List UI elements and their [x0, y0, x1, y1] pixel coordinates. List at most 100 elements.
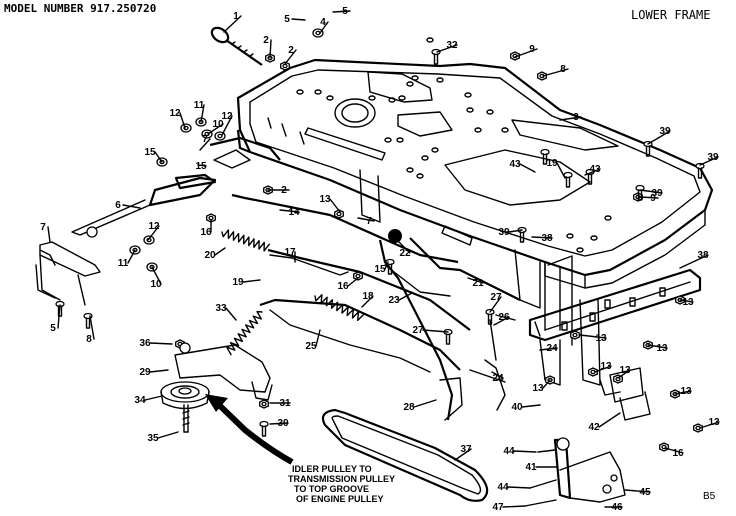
part-number-23: 23 [388, 295, 400, 306]
part-number-7: 7 [40, 222, 46, 233]
frame-hole [296, 89, 304, 95]
part-number-11: 11 [118, 258, 129, 269]
leader-line [242, 279, 261, 283]
part-number-36: 36 [139, 338, 151, 349]
frame-hole [421, 155, 429, 161]
part-number-15: 15 [144, 147, 156, 158]
leader-line [154, 151, 163, 163]
part-number-6: 6 [115, 200, 121, 211]
leader-line [329, 198, 341, 213]
leader-line [624, 489, 651, 493]
leader-line [127, 249, 136, 264]
leader-line [223, 15, 242, 33]
left-lever-parts [35, 136, 281, 306]
nut-hole [282, 63, 288, 69]
leader-line [221, 115, 233, 136]
part-number-16: 16 [337, 281, 349, 292]
part-number-13: 13 [319, 194, 331, 205]
leader-line [284, 49, 297, 65]
part-number-18: 18 [362, 291, 374, 302]
leader-line [197, 164, 207, 167]
part-number-2: 2 [263, 35, 269, 46]
bolt-shank [519, 231, 525, 243]
part-number-13: 13 [682, 297, 694, 308]
leader-line [699, 421, 720, 429]
bolt-head [540, 148, 550, 156]
part-number-43: 43 [589, 164, 601, 175]
leader-line [647, 130, 671, 145]
leader-line [542, 68, 569, 77]
leader-line [679, 299, 694, 303]
callout-arrow [205, 394, 294, 465]
part-number-39: 39 [651, 188, 663, 199]
leader-line [542, 379, 551, 389]
callout-line: TO TOP GROOVE [294, 484, 369, 494]
leader-line [436, 44, 458, 53]
leader-line [519, 163, 536, 173]
washer-hole [217, 133, 223, 139]
part-number-29: 29 [139, 367, 151, 378]
bolt-head [563, 171, 573, 179]
nut-hole [208, 215, 214, 221]
nut-hole [261, 401, 267, 407]
leader-line [413, 399, 437, 408]
frame-hole [590, 235, 598, 241]
bolt-head [259, 420, 269, 428]
frame-hole [411, 75, 419, 81]
leader-line [454, 448, 472, 461]
springs [221, 229, 365, 356]
leader-line [214, 247, 226, 256]
part-number-9: 9 [650, 193, 656, 204]
part-number-11: 11 [194, 100, 205, 111]
section-title: LOWER FRAME [631, 8, 711, 22]
leader-line [149, 369, 169, 373]
part-number-13: 13 [619, 365, 631, 376]
part-number-2: 2 [281, 185, 287, 196]
callout-line: TRANSMISSION PULLEY [288, 474, 395, 484]
frame-hole [368, 95, 376, 101]
part-number-44: 44 [503, 446, 515, 457]
callout-line: IDLER PULLEY TO [292, 464, 372, 474]
leader-line [531, 236, 553, 239]
part-number-8: 8 [86, 334, 92, 345]
leader-line [507, 486, 531, 489]
part-number-41: 41 [525, 462, 537, 473]
leader-line [332, 10, 351, 13]
part-number-13: 13 [708, 417, 720, 428]
leader-line [147, 225, 160, 241]
part-number-35: 35 [147, 433, 159, 444]
bolt-shank [487, 313, 493, 325]
leader-line [598, 412, 621, 428]
leader-line [664, 447, 684, 454]
bolt-shank [587, 173, 593, 185]
bolt-head [431, 48, 441, 56]
bracket-slot [561, 321, 568, 331]
part-number-40: 40 [511, 402, 523, 413]
lever-assembly [524, 437, 626, 507]
leader-line [699, 156, 719, 166]
frame-hole [474, 127, 482, 133]
part-number-45: 45 [639, 487, 651, 498]
leader-line [556, 162, 566, 179]
nut-hole [572, 332, 578, 338]
part-number-16: 16 [200, 227, 212, 238]
leader-line [594, 365, 612, 373]
leader-line [508, 229, 523, 233]
part-number-12: 12 [148, 221, 160, 232]
leader-line [422, 329, 449, 333]
leader-line [200, 104, 205, 123]
frame-hole [466, 107, 474, 113]
part-number-17: 17 [284, 247, 296, 258]
leader-line [493, 316, 510, 326]
frame-hole [396, 137, 404, 143]
bolt-shank [565, 176, 571, 188]
leader-line [384, 261, 389, 270]
leader-line [579, 334, 607, 339]
leader-line [269, 422, 289, 425]
part-number-14: 14 [288, 207, 300, 218]
frame-hole [576, 247, 584, 253]
part-number-5: 5 [284, 14, 290, 25]
